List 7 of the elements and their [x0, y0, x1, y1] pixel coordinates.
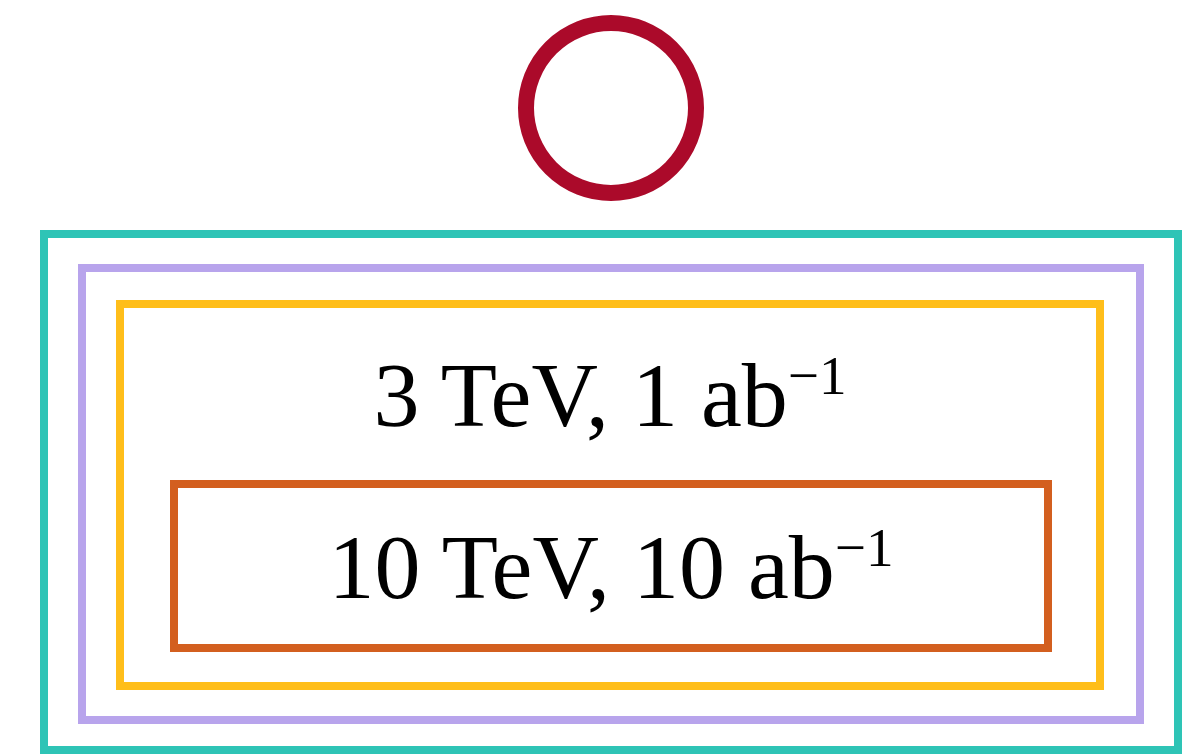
- frame-box: [78, 264, 1144, 724]
- energy-luminosity-label: 3 TeV, 1 ab$^{−1}$: [372, 348, 848, 441]
- frame-box: [170, 480, 1052, 652]
- frame-box: [40, 230, 1182, 754]
- frame-box: [116, 300, 1104, 690]
- circle: [518, 15, 704, 201]
- energy-luminosity-label: 10 TeV, 10 ab$^{−1}$: [327, 520, 895, 613]
